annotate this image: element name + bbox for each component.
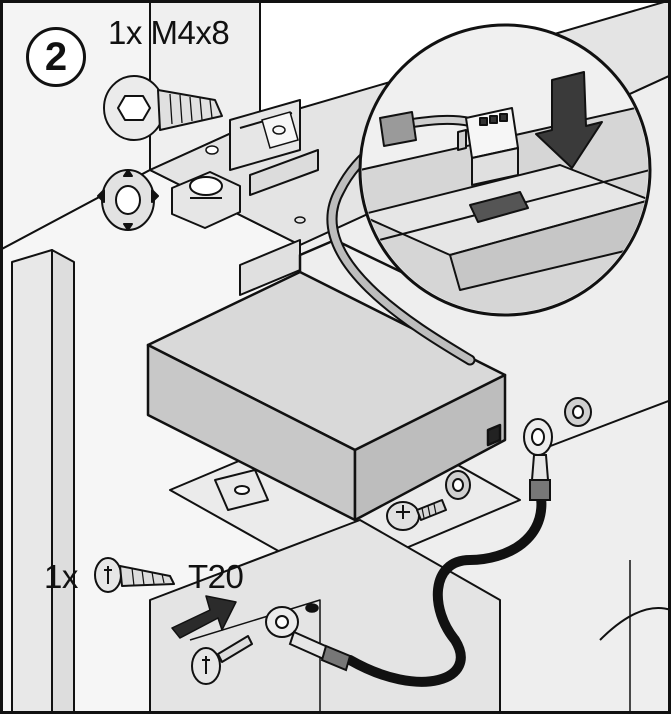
box-bracket <box>214 469 269 511</box>
bottom-screw-count-label: 1x <box>44 558 78 595</box>
ground-cable <box>265 418 553 687</box>
insert-arrow-icon <box>535 71 603 169</box>
parts-legend-top <box>97 75 241 231</box>
top-screw-label: 1x M4x8 <box>108 14 230 51</box>
bottom-screw-tool-label: T20 <box>188 558 244 595</box>
push-arrow-icon <box>171 595 237 639</box>
box-fasteners <box>386 397 592 531</box>
step-number: 2 <box>44 34 68 79</box>
zoom-callout <box>358 23 652 317</box>
step-number-badge: 2 <box>26 27 86 87</box>
electronics-box <box>146 238 507 522</box>
parts-legend-bottom <box>94 557 253 685</box>
